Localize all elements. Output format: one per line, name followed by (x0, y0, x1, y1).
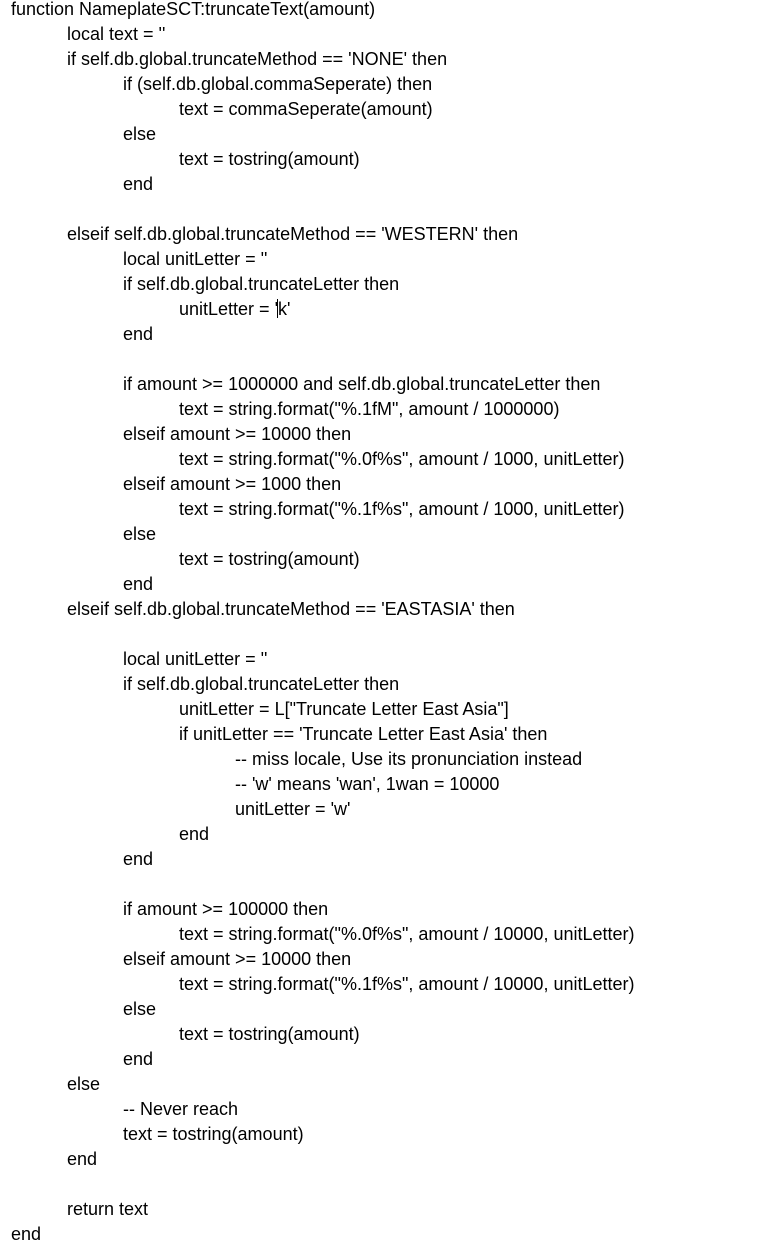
code-line[interactable]: unitLetter = L["Truncate Letter East Asi… (11, 697, 635, 722)
code-line[interactable]: unitLetter = 'w' (11, 797, 635, 822)
code-line[interactable]: text = string.format("%.0f%s", amount / … (11, 447, 635, 472)
code-line-text: end (11, 1224, 42, 1244)
code-line[interactable]: return text (11, 1197, 635, 1222)
code-line[interactable] (11, 1172, 635, 1197)
code-line-text: return text (67, 1199, 149, 1219)
text-caret (277, 299, 278, 318)
code-line[interactable] (11, 622, 635, 647)
code-line-text: if amount >= 1000000 and self.db.global.… (123, 374, 601, 394)
code-line[interactable]: if unitLetter == 'Truncate Letter East A… (11, 722, 635, 747)
code-line[interactable]: else (11, 122, 635, 147)
code-lines: function NameplateSCT:truncateText(amoun… (11, 0, 635, 1247)
code-line[interactable]: text = string.format("%.0f%s", amount / … (11, 922, 635, 947)
code-line-text: text = tostring(amount) (123, 1124, 304, 1144)
code-line[interactable]: else (11, 1072, 635, 1097)
code-line[interactable]: text = tostring(amount) (11, 1022, 635, 1047)
code-line-text: text = string.format("%.1f%s", amount / … (179, 974, 635, 994)
code-line[interactable]: text = tostring(amount) (11, 1122, 635, 1147)
code-line-text: end (123, 174, 154, 194)
code-line-text: elseif amount >= 1000 then (123, 474, 342, 494)
code-line[interactable]: function NameplateSCT:truncateText(amoun… (11, 0, 635, 22)
code-line-text: unitLetter = 'w' (235, 799, 351, 819)
code-line[interactable]: local text = '' (11, 22, 635, 47)
code-line[interactable]: elseif self.db.global.truncateMethod == … (11, 222, 635, 247)
code-line[interactable]: end (11, 572, 635, 597)
code-line-text: -- miss locale, Use its pronunciation in… (235, 749, 583, 769)
code-line[interactable]: if (self.db.global.commaSeperate) then (11, 72, 635, 97)
code-line[interactable]: text = string.format("%.1fM", amount / 1… (11, 397, 635, 422)
code-line-text: local unitLetter = '' (123, 649, 268, 669)
code-line-text: else (67, 1074, 101, 1094)
code-line[interactable]: end (11, 1047, 635, 1072)
code-line[interactable] (11, 872, 635, 897)
code-line[interactable]: elseif amount >= 10000 then (11, 947, 635, 972)
code-line-text: elseif self.db.global.truncateMethod == … (67, 599, 515, 619)
code-line[interactable]: text = tostring(amount) (11, 547, 635, 572)
code-line[interactable]: local unitLetter = '' (11, 647, 635, 672)
code-line[interactable]: text = string.format("%.1f%s", amount / … (11, 497, 635, 522)
code-line-text: text = commaSeperate(amount) (179, 99, 433, 119)
code-line[interactable]: text = commaSeperate(amount) (11, 97, 635, 122)
code-line-text-rest: k' (278, 299, 291, 319)
code-line-text: end (67, 1149, 98, 1169)
code-line-text: elseif amount >= 10000 then (123, 424, 352, 444)
code-line-text: unitLetter = ' (179, 299, 278, 319)
code-line-text: if (self.db.global.commaSeperate) then (123, 74, 433, 94)
code-line[interactable]: text = string.format("%.1f%s", amount / … (11, 972, 635, 997)
code-line[interactable] (11, 197, 635, 222)
code-line-text: end (123, 324, 154, 344)
code-line-text: function NameplateSCT:truncateText(amoun… (11, 0, 376, 19)
code-line-text: -- Never reach (123, 1099, 239, 1119)
code-line-text: end (123, 849, 154, 869)
code-line[interactable]: end (11, 1222, 635, 1247)
code-line[interactable]: -- Never reach (11, 1097, 635, 1122)
code-line[interactable]: end (11, 322, 635, 347)
code-line-text: text = tostring(amount) (179, 1024, 360, 1044)
code-line-text: end (123, 1049, 154, 1069)
code-line[interactable]: end (11, 822, 635, 847)
code-line-text: elseif self.db.global.truncateMethod == … (67, 224, 519, 244)
code-line[interactable]: end (11, 1147, 635, 1172)
code-line-text: text = string.format("%.0f%s", amount / … (179, 924, 635, 944)
code-line[interactable]: else (11, 522, 635, 547)
code-line[interactable]: elseif amount >= 1000 then (11, 472, 635, 497)
code-line[interactable]: if self.db.global.truncateLetter then (11, 672, 635, 697)
code-line[interactable]: if amount >= 100000 then (11, 897, 635, 922)
code-line[interactable]: -- miss locale, Use its pronunciation in… (11, 747, 635, 772)
code-line-text: if amount >= 100000 then (123, 899, 329, 919)
code-line[interactable]: local unitLetter = '' (11, 247, 635, 272)
code-line-text: text = string.format("%.1fM", amount / 1… (179, 399, 560, 419)
code-line-text: else (123, 524, 157, 544)
code-line[interactable]: text = tostring(amount) (11, 147, 635, 172)
code-line-text: -- 'w' means 'wan', 1wan = 10000 (235, 774, 500, 794)
code-line-text: local text = '' (67, 24, 166, 44)
code-line[interactable] (11, 347, 635, 372)
code-line-text: if self.db.global.truncateMethod == 'NON… (67, 49, 448, 69)
code-line-text: if self.db.global.truncateLetter then (123, 674, 400, 694)
code-line-text: if unitLetter == 'Truncate Letter East A… (179, 724, 548, 744)
code-line[interactable]: end (11, 172, 635, 197)
code-line[interactable]: elseif self.db.global.truncateMethod == … (11, 597, 635, 622)
code-line-text: text = tostring(amount) (179, 549, 360, 569)
code-line-text: text = string.format("%.0f%s", amount / … (179, 449, 625, 469)
code-line[interactable]: else (11, 997, 635, 1022)
code-line[interactable]: if self.db.global.truncateLetter then (11, 272, 635, 297)
code-line-text: else (123, 999, 157, 1019)
code-line[interactable]: -- 'w' means 'wan', 1wan = 10000 (11, 772, 635, 797)
code-line-text: text = tostring(amount) (179, 149, 360, 169)
code-line[interactable]: end (11, 847, 635, 872)
code-line-text: end (123, 574, 154, 594)
code-line-text: end (179, 824, 210, 844)
code-line-text: text = string.format("%.1f%s", amount / … (179, 499, 625, 519)
code-line-text: if self.db.global.truncateLetter then (123, 274, 400, 294)
code-line[interactable]: if amount >= 1000000 and self.db.global.… (11, 372, 635, 397)
code-line-text: unitLetter = L["Truncate Letter East Asi… (179, 699, 509, 719)
code-line[interactable]: elseif amount >= 10000 then (11, 422, 635, 447)
code-line-text: elseif amount >= 10000 then (123, 949, 352, 969)
code-line-text: else (123, 124, 157, 144)
code-line[interactable]: if self.db.global.truncateMethod == 'NON… (11, 47, 635, 72)
code-line-text: local unitLetter = '' (123, 249, 268, 269)
code-line[interactable]: unitLetter = 'k' (11, 297, 635, 322)
